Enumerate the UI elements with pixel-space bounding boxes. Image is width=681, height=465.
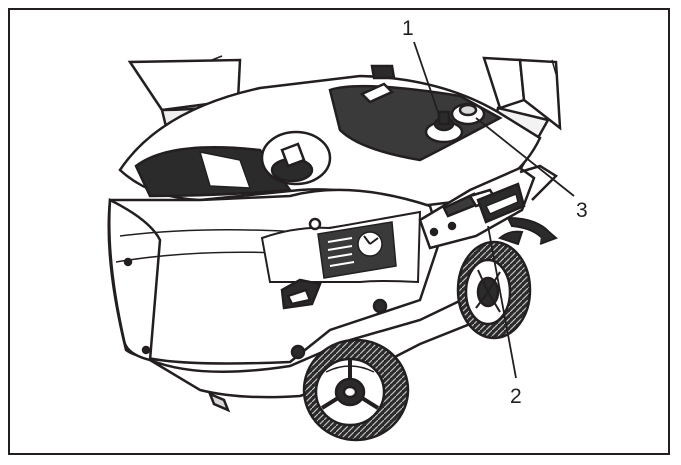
leader-lines bbox=[413, 41, 575, 379]
front-wheel-left bbox=[302, 338, 410, 442]
leader-line-1 bbox=[413, 41, 441, 119]
control-decal bbox=[317, 221, 397, 279]
control-handle-assembly bbox=[418, 164, 558, 250]
callout-1: 1 bbox=[402, 17, 414, 40]
rear-wheel-right bbox=[456, 240, 532, 340]
leader-line-3 bbox=[475, 117, 575, 197]
callout-3: 3 bbox=[576, 199, 588, 222]
choke-knob-icon bbox=[424, 110, 464, 144]
callout-2: 2 bbox=[510, 385, 522, 408]
engine-housing bbox=[118, 74, 542, 208]
top-carry-handle bbox=[359, 64, 396, 104]
lever-direction-arrow-icon bbox=[497, 216, 558, 246]
leader-line-2 bbox=[487, 225, 517, 379]
side-vent bbox=[280, 278, 322, 310]
fuel-cap-icon bbox=[260, 130, 332, 186]
